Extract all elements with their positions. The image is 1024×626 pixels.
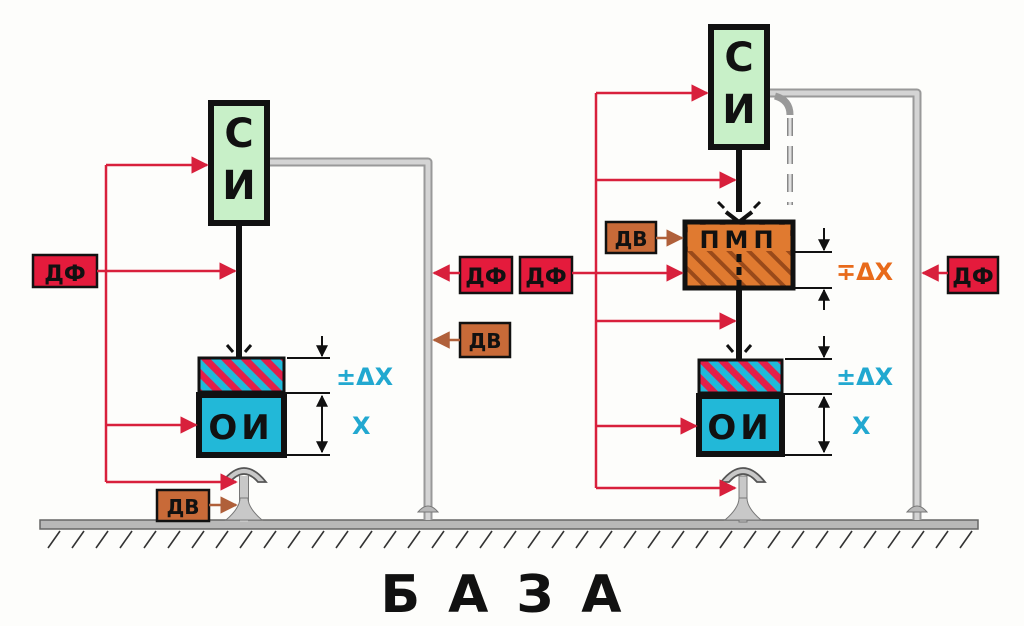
left-df-block	[31, 253, 99, 289]
left-scheme: СИ ОИ ±ΔX X ДФ	[31, 100, 514, 523]
left-df-label: ДФ	[44, 262, 85, 287]
right-df-right-label: ДФ	[952, 265, 993, 290]
right-dimensions	[785, 228, 832, 456]
base-label: БАЗА	[380, 565, 649, 625]
left-contact-marks	[225, 340, 253, 353]
left-df-right-block	[458, 255, 514, 295]
right-si-label: СИ	[716, 35, 762, 139]
left-dv-base-block	[155, 488, 211, 523]
left-df-arrows	[97, 156, 238, 491]
right-x-label: X	[852, 412, 871, 440]
left-frame	[268, 157, 433, 520]
right-delta-pmp-label: ∓ΔX	[836, 258, 894, 286]
right-scheme: СИ ПМП ОИ	[518, 24, 1000, 523]
right-df-right-block	[946, 255, 1000, 295]
base-bar	[39, 519, 979, 530]
right-delta-x-label: ±ΔX	[836, 363, 894, 391]
right-df-label: ДФ	[525, 265, 566, 290]
base: БАЗА	[39, 519, 979, 625]
right-lower-contact-marks	[725, 340, 753, 353]
left-x-label: X	[352, 412, 371, 440]
right-si-box	[708, 24, 770, 150]
right-df-block	[518, 255, 574, 295]
left-oi-box	[196, 392, 287, 458]
right-upper-contact-marks	[716, 200, 762, 210]
right-pmp-label: ПМП	[699, 226, 778, 254]
right-gap-layer	[697, 358, 784, 395]
left-gap-layer	[197, 356, 286, 394]
right-oi-label: ОИ	[707, 408, 772, 448]
left-dimensions	[287, 336, 330, 456]
left-dv-base-label: ДВ	[166, 495, 199, 519]
base-hatching	[47, 530, 973, 549]
left-oi-label: ОИ	[208, 408, 273, 448]
right-support-cap	[719, 467, 767, 483]
left-dv-frame-label: ДВ	[468, 329, 501, 353]
left-delta-x-label: ±ΔX	[336, 363, 394, 391]
right-oi-box	[696, 393, 785, 457]
left-si-label: СИ	[216, 111, 262, 215]
right-dv-label: ДВ	[614, 227, 647, 251]
left-si-box	[208, 100, 270, 226]
right-df-arrows	[572, 84, 737, 497]
left-df-right-label: ДФ	[465, 265, 506, 290]
left-dv-frame-block	[458, 321, 512, 359]
